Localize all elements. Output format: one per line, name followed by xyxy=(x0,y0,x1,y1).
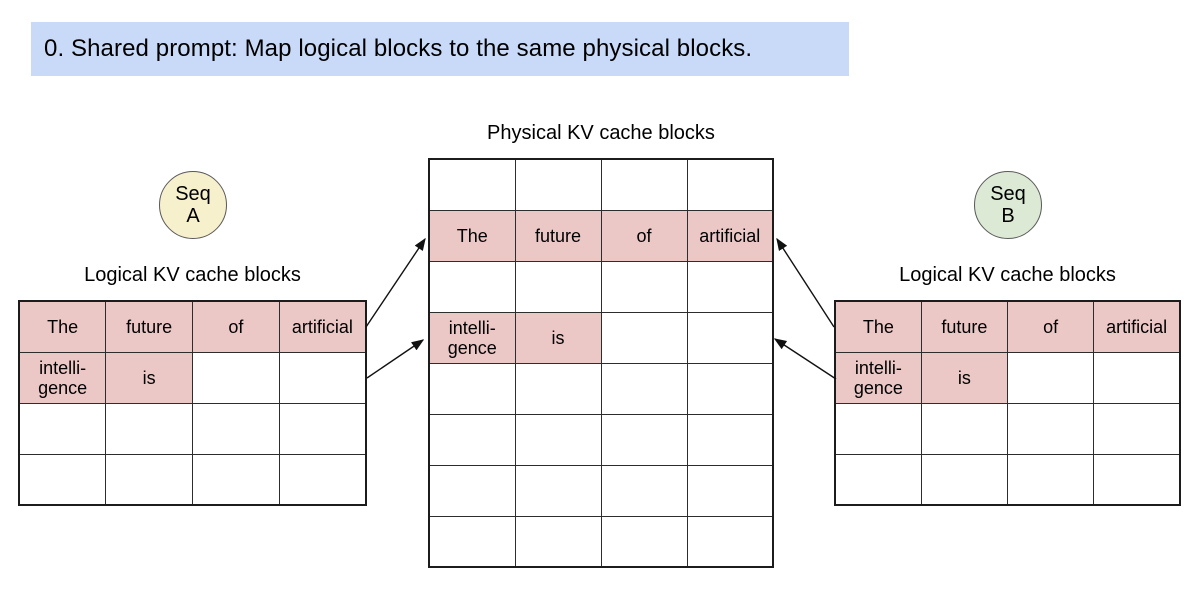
logical-b-table-cell-r1c3 xyxy=(1093,351,1181,404)
physical-table-cell-r4c1 xyxy=(514,362,602,415)
physical-table-cell-r3c0: intelli- gence xyxy=(428,311,516,364)
physical-table-cell-r5c3 xyxy=(686,413,774,466)
seq-b-badge: Seq B xyxy=(974,171,1042,239)
logical-a-table-cell-r0c2: of xyxy=(192,300,280,353)
physical-table-cell-r2c3 xyxy=(686,260,774,313)
physical-table-cell-r1c1: future xyxy=(514,209,602,262)
physical-table-cell-r0c1 xyxy=(514,158,602,211)
seq-a-label-line2: A xyxy=(186,205,200,227)
logical-a-table-cell-r1c3 xyxy=(278,351,367,404)
physical-table-cell-r0c3 xyxy=(686,158,774,211)
arrow-seq-a-row1-to-physical-row2 xyxy=(365,237,426,328)
logical-a-table-cell-r3c1 xyxy=(105,453,193,506)
logical-b-table-cell-r2c1 xyxy=(920,402,1009,455)
physical-table-cell-r4c3 xyxy=(686,362,774,415)
logical-b-table-cell-r1c1: is xyxy=(920,351,1009,404)
physical-table-cell-r6c1 xyxy=(514,464,602,517)
logical-a-table-cell-r2c0 xyxy=(18,402,107,455)
physical-table-cell-r2c2 xyxy=(600,260,688,313)
physical-table-cell-r5c2 xyxy=(600,413,688,466)
physical-table-cell-r3c3 xyxy=(686,311,774,364)
logical-a-table-cell-r2c1 xyxy=(105,402,193,455)
logical-a-table-cell-r1c1: is xyxy=(105,351,193,404)
logical-b-table-cell-r0c3: artificial xyxy=(1093,300,1181,353)
title-banner: 0. Shared prompt: Map logical blocks to … xyxy=(31,22,849,76)
logical-b-table-cell-r2c3 xyxy=(1093,402,1181,455)
physical-table-cell-r3c1: is xyxy=(514,311,602,364)
physical-table-cell-r0c2 xyxy=(600,158,688,211)
logical-b-table-cell-r0c0: The xyxy=(834,300,922,353)
arrow-seq-b-row2-to-physical-row4 xyxy=(773,338,837,380)
logical-b-table-cell-r3c1 xyxy=(920,453,1009,506)
logical-a-table-label: Logical KV cache blocks xyxy=(84,264,301,286)
logical-a-table-cell-r0c0: The xyxy=(18,300,107,353)
logical-a-table-cell-r2c2 xyxy=(192,402,280,455)
seq-b-label-line1: Seq xyxy=(990,183,1026,205)
physical-table-cell-r6c0 xyxy=(428,464,516,517)
logical-a-table-cell-r1c2 xyxy=(192,351,280,404)
logical-b-table-cell-r2c2 xyxy=(1006,402,1095,455)
seq-a-badge: Seq A xyxy=(159,171,227,239)
logical-b-table-label: Logical KV cache blocks xyxy=(899,264,1116,286)
seq-b-label-line2: B xyxy=(1001,205,1015,227)
arrow-seq-b-row1-to-physical-row2 xyxy=(776,237,835,328)
physical-table-label: Physical KV cache blocks xyxy=(487,122,715,144)
physical-table-cell-r7c1 xyxy=(514,515,602,568)
logical-b-table-cell-r2c0 xyxy=(834,402,922,455)
logical-a-table-cell-r0c3: artificial xyxy=(278,300,367,353)
physical-table-cell-r7c2 xyxy=(600,515,688,568)
physical-table-cell-r1c0: The xyxy=(428,209,516,262)
logical-a-table-cell-r0c1: future xyxy=(105,300,193,353)
logical-a-table-cell-r3c0 xyxy=(18,453,107,506)
logical-b-table-cell-r0c1: future xyxy=(920,300,1009,353)
physical-table-cell-r2c0 xyxy=(428,260,516,313)
arrow-seq-a-row2-to-physical-row4 xyxy=(366,339,425,379)
physical-table-cell-r4c2 xyxy=(600,362,688,415)
logical-b-table-cell-r1c0: intelli- gence xyxy=(834,351,922,404)
title-text: 0. Shared prompt: Map logical blocks to … xyxy=(44,35,753,62)
logical-a-table-cell-r3c2 xyxy=(192,453,280,506)
physical-table-cell-r6c3 xyxy=(686,464,774,517)
physical-table-cell-r4c0 xyxy=(428,362,516,415)
logical-b-table-cell-r3c3 xyxy=(1093,453,1181,506)
seq-a-label-line1: Seq xyxy=(175,183,211,205)
logical-b-table-cell-r3c0 xyxy=(834,453,922,506)
logical-b-table-cell-r0c2: of xyxy=(1006,300,1095,353)
logical-b-table-cell-r3c2 xyxy=(1006,453,1095,506)
physical-table-cell-r7c3 xyxy=(686,515,774,568)
physical-table-cell-r0c0 xyxy=(428,158,516,211)
physical-table-cell-r6c2 xyxy=(600,464,688,517)
logical-a-table-cell-r2c3 xyxy=(278,402,367,455)
physical-table-cell-r1c2: of xyxy=(600,209,688,262)
physical-table-cell-r2c1 xyxy=(514,260,602,313)
logical-a-table-cell-r1c0: intelli- gence xyxy=(18,351,107,404)
physical-table-cell-r3c2 xyxy=(600,311,688,364)
logical-b-table-cell-r1c2 xyxy=(1006,351,1095,404)
physical-table-cell-r7c0 xyxy=(428,515,516,568)
physical-table-cell-r5c1 xyxy=(514,413,602,466)
logical-a-table-cell-r3c3 xyxy=(278,453,367,506)
physical-table-cell-r1c3: artificial xyxy=(686,209,774,262)
physical-table-cell-r5c0 xyxy=(428,413,516,466)
